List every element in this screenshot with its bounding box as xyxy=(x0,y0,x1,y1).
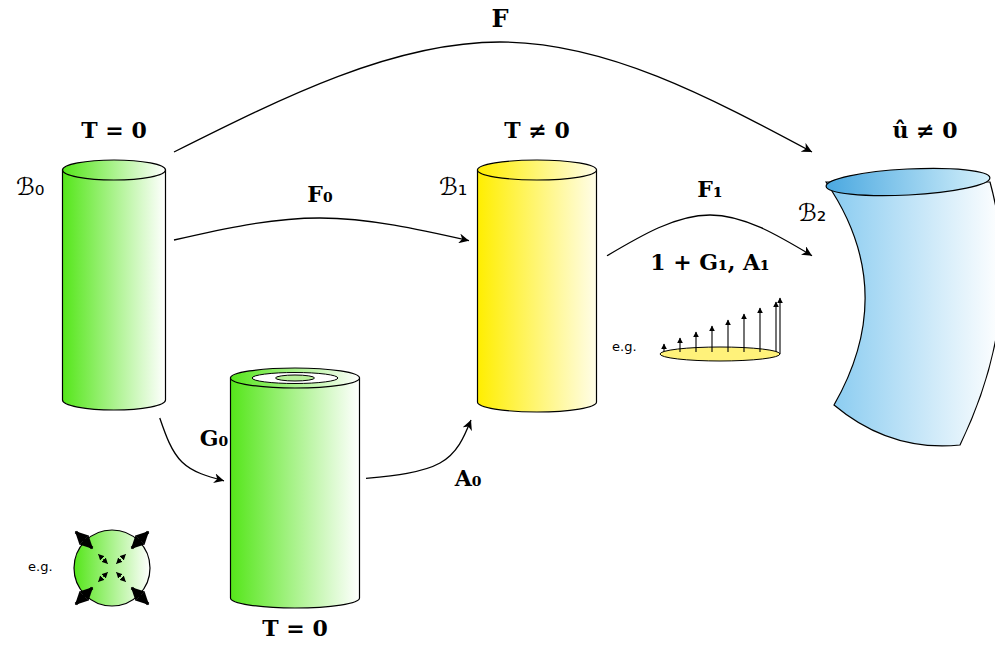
cylinder-body xyxy=(478,170,597,412)
shape-outline xyxy=(820,160,995,450)
load-arrow xyxy=(663,344,664,352)
inner-ring xyxy=(252,373,338,384)
map-symbol: G₀ xyxy=(200,426,228,450)
grown-cylinder: T = 0 xyxy=(230,368,360,608)
inner-growth-arrows xyxy=(99,555,126,582)
load-arrow xyxy=(779,298,780,354)
load-arrow xyxy=(743,314,744,352)
cylinder-top xyxy=(478,160,597,180)
growth-arrow xyxy=(132,532,148,548)
load-arrow xyxy=(759,308,760,352)
loaded-face xyxy=(660,347,780,361)
shape-outline xyxy=(62,160,166,410)
map-symbol: F₀ xyxy=(307,182,332,206)
stressed-cylinder: T ≠ 0ℬ₁ xyxy=(477,160,597,412)
state-label: T = 0 xyxy=(262,616,327,640)
body-name: ℬ₁ xyxy=(439,174,468,200)
load-arrow xyxy=(775,302,776,352)
growth-arrows xyxy=(76,532,148,604)
load-arrow xyxy=(695,332,696,352)
cylinder-body xyxy=(63,170,166,410)
map-symbol: F xyxy=(491,6,508,32)
growth-arrow xyxy=(76,588,92,604)
state-label: T = 0 xyxy=(81,118,146,142)
load-arrow xyxy=(727,320,728,352)
load-distribution xyxy=(660,298,780,361)
cylinder-body xyxy=(231,378,360,608)
cylinder-top xyxy=(63,160,166,180)
map-symbol: F₁ xyxy=(697,177,722,201)
load-arrow xyxy=(711,326,712,352)
inner-arrow xyxy=(99,573,108,582)
mapping-arrow xyxy=(174,218,469,241)
cylinder-top xyxy=(231,368,360,388)
inner-arrow xyxy=(117,555,126,564)
bent-body xyxy=(826,182,995,446)
map-symbol: A₀ xyxy=(455,466,482,490)
disk-section xyxy=(74,530,150,606)
inner-arrow xyxy=(117,573,126,582)
reference-cylinder: T = 0ℬ₀ xyxy=(62,160,166,410)
body-name: ℬ₂ xyxy=(798,200,827,226)
deformed-body: û ≠ 0ℬ₂ xyxy=(820,160,995,450)
shape-outline xyxy=(477,160,597,412)
growth-disk xyxy=(74,530,150,606)
mapping-arrow xyxy=(174,42,812,152)
load-arrow xyxy=(679,338,680,352)
bent-top xyxy=(825,165,990,200)
growth-arrow xyxy=(132,588,148,604)
example-note: e.g. xyxy=(612,340,637,354)
inner-core xyxy=(276,375,315,381)
state-label: û ≠ 0 xyxy=(892,118,957,142)
state-label: T ≠ 0 xyxy=(504,118,569,142)
inner-arrow xyxy=(99,555,108,564)
example-note: e.g. xyxy=(28,560,53,574)
map-components: 1 + G₁, A₁ xyxy=(650,250,770,274)
growth-arrow xyxy=(76,532,92,548)
shape-outline xyxy=(230,368,360,608)
body-name: ℬ₀ xyxy=(16,174,45,200)
